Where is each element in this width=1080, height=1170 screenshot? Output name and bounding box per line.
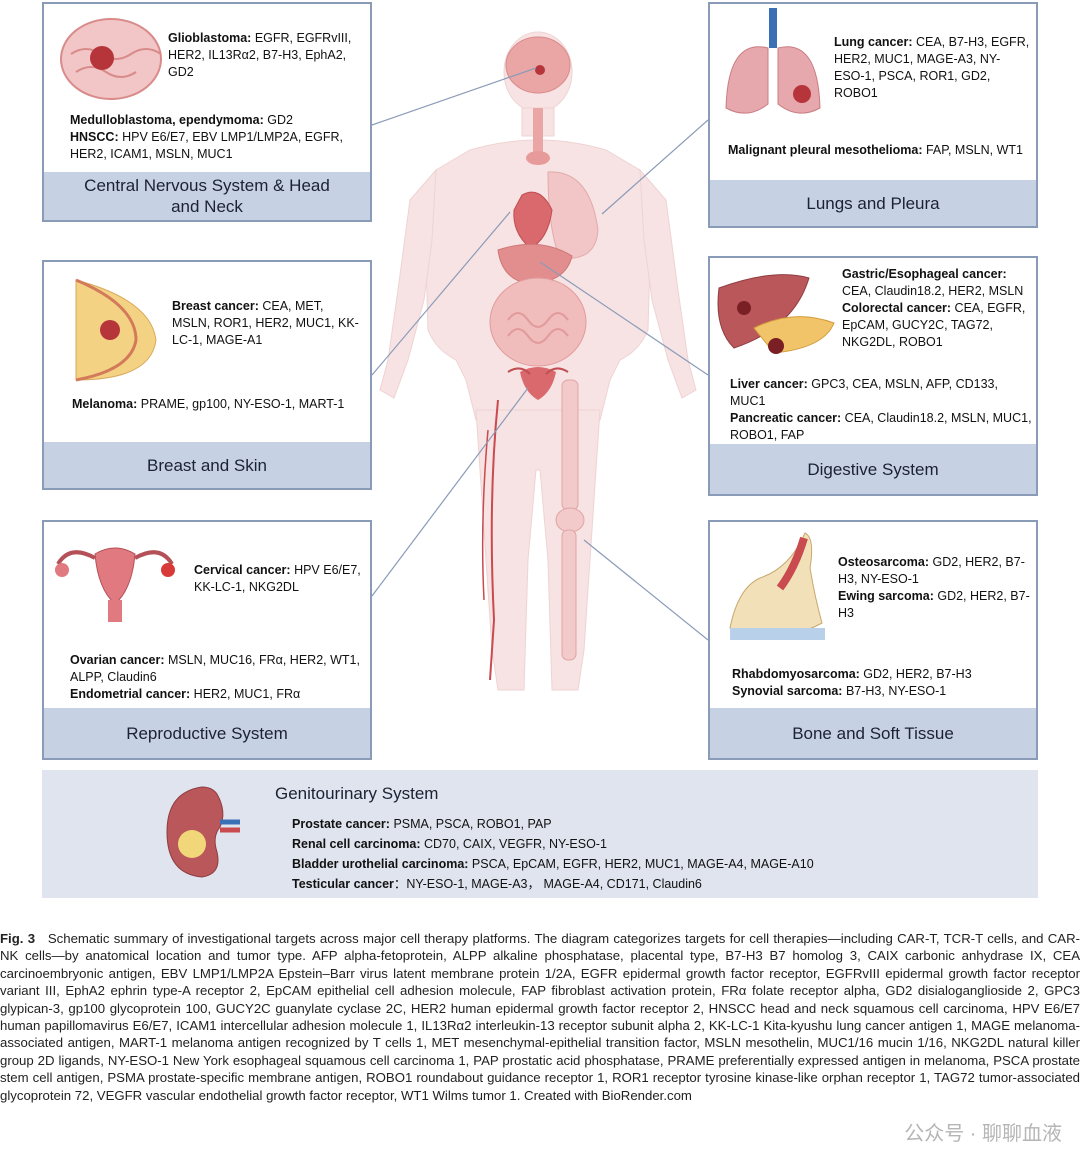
panel-breast: Breast cancer: CEA, MET, MSLN, ROR1, HER… — [42, 260, 372, 490]
panel-repro: Cervical cancer: HPV E6/E7, KK-LC-1, NKG… — [42, 520, 372, 760]
figure-caption: Fig. 3 Schematic summary of investigatio… — [0, 930, 1080, 1104]
lungs-line-0: Lung cancer: CEA, B7-H3, EGFR, HER2, MUC… — [834, 35, 1030, 100]
repro-line-0: Cervical cancer: HPV E6/E7, KK-LC-1, NKG… — [194, 563, 361, 594]
watermark: 公众号 · 聊聊血液 — [904, 1123, 1062, 1145]
uterus-icon — [55, 547, 175, 622]
kidney-icon — [166, 786, 240, 878]
panel-genitourinary: Genitourinary System Prostate cancer: PS… — [42, 770, 1038, 898]
lungs-line-1: Malignant pleural mesothelioma: FAP, MSL… — [728, 143, 1023, 157]
brain-icon — [60, 18, 162, 100]
cns-title: Central Nervous System & Head and Neck — [44, 172, 370, 220]
breast-line-0: Breast cancer: CEA, MET, MSLN, ROR1, HER… — [172, 299, 359, 347]
bone-line-3: Synovial sarcoma: B7-H3, NY-ESO-1 — [732, 684, 947, 698]
intestine-organ — [489, 277, 587, 367]
digestive-line-2: Liver cancer: GPC3, CEA, MSLN, AFP, CD13… — [730, 377, 998, 408]
liver-pancreas-icon — [717, 274, 835, 354]
lungs-title: Lungs and Pleura — [710, 180, 1036, 226]
panel-digestive: Gastric/Esophageal cancer: CEA, Claudin1… — [708, 256, 1038, 496]
bone-title: Bone and Soft Tissue — [710, 708, 1036, 758]
cns-line-1: Medulloblastoma, ependymoma: GD2 — [70, 113, 293, 127]
figure-label: Fig. 3 — [0, 931, 36, 946]
repro-title: Reproductive System — [44, 708, 370, 758]
panel-bone: Osteosarcoma: GD2, HER2, B7-H3, NY-ESO-1… — [708, 520, 1038, 760]
repro-line-1: Ovarian cancer: MSLN, MUC16, FRα, HER2, … — [70, 653, 360, 684]
brain-organ — [505, 36, 571, 94]
breast-icon — [75, 278, 157, 382]
breast-title: Breast and Skin — [44, 442, 370, 488]
geno-line-3: Testicular cancer：NY-ESO-1, MAGE-A3， MAG… — [292, 877, 702, 891]
lungs-icon — [725, 8, 821, 114]
bone-line-0: Osteosarcoma: GD2, HER2, B7-H3, NY-ESO-1 — [838, 555, 1025, 586]
geno-line-1: Renal cell carcinoma: CD70, CAIX, VEGFR,… — [292, 837, 607, 851]
digestive-line-1: Colorectal cancer: CEA, EGFR, EpCAM, GUC… — [842, 301, 1026, 349]
breast-line-1: Melanoma: PRAME, gp100, NY-ESO-1, MART-1 — [72, 397, 345, 411]
digestive-line-3: Pancreatic cancer: CEA, Claudin18.2, MSL… — [730, 411, 1032, 442]
digestive-line-0: Gastric/Esophageal cancer: CEA, Claudin1… — [842, 267, 1024, 298]
heart-organ — [513, 191, 553, 249]
bone-icon — [729, 532, 825, 640]
digestive-title: Digestive System — [710, 444, 1036, 494]
panel-lungs: Lung cancer: CEA, B7-H3, EGFR, HER2, MUC… — [708, 2, 1038, 228]
geno-line-2: Bladder urothelial carcinoma: PSCA, EpCA… — [292, 857, 814, 871]
bone-line-1: Ewing sarcoma: GD2, HER2, B7-H3 — [838, 589, 1030, 620]
cns-line-2: HNSCC: HPV E6/E7, EBV LMP1/LMP2A, EGFR, … — [70, 130, 343, 161]
genitourinary-title: Genitourinary System — [275, 784, 439, 803]
bone-line-2: Rhabdomyosarcoma: GD2, HER2, B7-H3 — [732, 667, 972, 681]
panel-cns: Glioblastoma: EGFR, EGFRvIII, HER2, IL13… — [42, 2, 372, 222]
repro-line-2: Endometrial cancer: HER2, MUC1, FRα — [70, 687, 301, 701]
figure: Glioblastoma: EGFR, EGFRvIII, HER2, IL13… — [42, 2, 1038, 898]
cns-line-0: Glioblastoma: EGFR, EGFRvIII, HER2, IL13… — [168, 31, 352, 79]
geno-line-0: Prostate cancer: PSMA, PSCA, ROBO1, PAP — [292, 817, 552, 831]
caption-text: Schematic summary of investigational tar… — [0, 931, 1080, 1103]
